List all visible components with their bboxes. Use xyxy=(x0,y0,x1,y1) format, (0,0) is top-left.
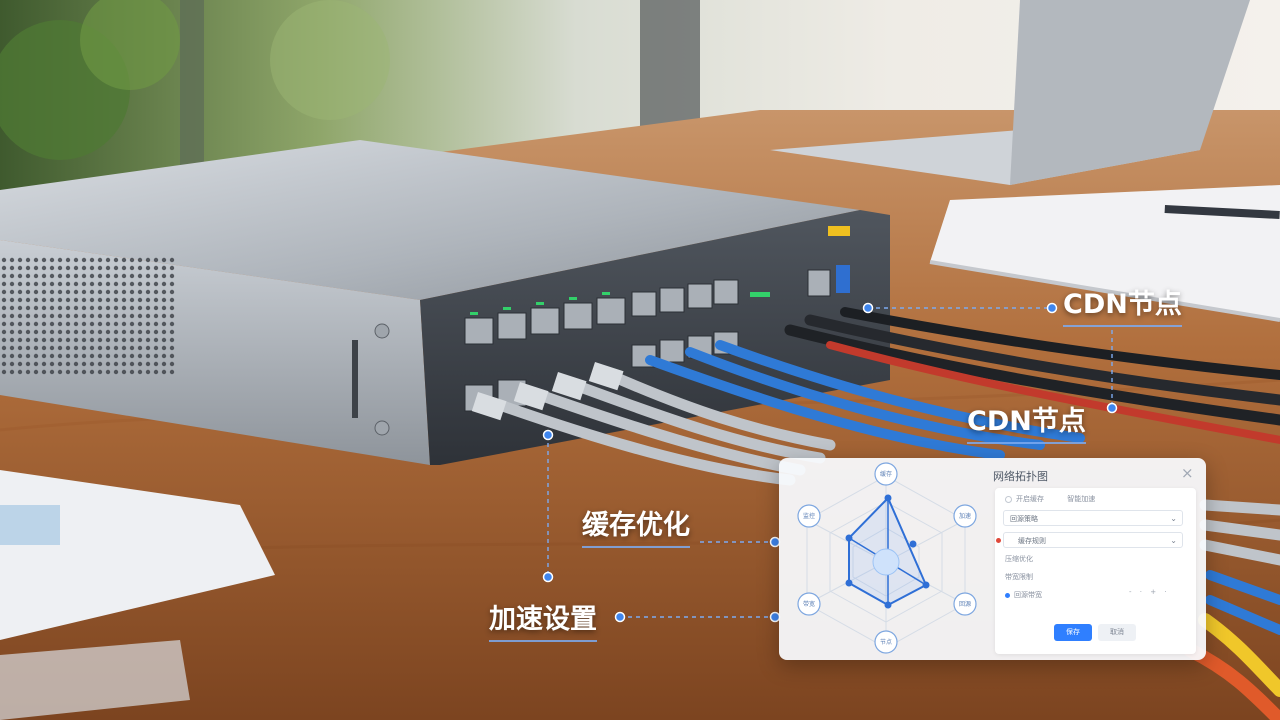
row-label: 回源带宽 xyxy=(1014,591,1042,599)
radar-diagram: 缓存 加速 回源 节点 带宽 监控 xyxy=(797,462,977,654)
cache-rule-select[interactable]: 缓存规则 ⌄ xyxy=(996,532,1183,548)
config-panel: 缓存 加速 回源 节点 带宽 监控 网络拓扑图 × 开启缓存 智能加速 回源策略… xyxy=(779,458,1206,660)
row-label: 带宽限制 xyxy=(1005,573,1033,581)
status-dot-icon xyxy=(996,538,1001,543)
bandwidth-stepper[interactable]: - · + · xyxy=(1129,588,1170,596)
form-row-bandwidth-limit[interactable]: 带宽限制 xyxy=(1005,572,1033,582)
save-button[interactable]: 保存 xyxy=(1054,624,1092,641)
close-icon[interactable]: × xyxy=(1181,464,1194,482)
callout-cache-optimization: 缓存优化 xyxy=(582,503,690,548)
origin-strategy-select[interactable]: 回源策略 ⌄ xyxy=(1003,510,1183,526)
row-label: 压缩优化 xyxy=(1005,555,1033,563)
radar-node-label: 监控 xyxy=(803,512,815,520)
panel-title: 网络拓扑图 xyxy=(993,470,1048,483)
callout-cdn-node-top: CDN节点 xyxy=(1063,282,1182,327)
radar-node-label: 带宽 xyxy=(803,600,815,608)
form-row-origin-bandwidth[interactable]: 回源带宽 xyxy=(1005,590,1042,600)
checkbox-icon[interactable] xyxy=(1058,497,1063,502)
settings-form: 开启缓存 智能加速 回源策略 ⌄ 缓存规则 ⌄ 压缩优化 带宽限制 回源带宽 -… xyxy=(995,488,1196,654)
select-value: 缓存规则 xyxy=(1018,537,1046,545)
checkbox-label: 开启缓存 xyxy=(1016,495,1044,503)
bullet-icon xyxy=(1005,592,1010,598)
checkbox-label: 智能加速 xyxy=(1067,495,1096,503)
radar-node-label: 缓存 xyxy=(880,470,892,478)
cancel-button[interactable]: 取消 xyxy=(1098,624,1136,641)
checkbox-row[interactable]: 开启缓存 智能加速 xyxy=(1005,494,1095,504)
form-row-compression[interactable]: 压缩优化 xyxy=(1005,554,1033,564)
radar-node-label: 回源 xyxy=(959,600,971,608)
callout-acceleration-settings: 加速设置 xyxy=(489,597,597,642)
radar-node-label: 节点 xyxy=(880,638,892,646)
chevron-down-icon: ⌄ xyxy=(1170,514,1177,523)
callout-cdn-node-middle: CDN节点 xyxy=(967,399,1086,444)
chevron-down-icon: ⌄ xyxy=(1170,536,1177,545)
checkbox-icon[interactable] xyxy=(1005,495,1012,503)
select-value: 回源策略 xyxy=(1010,515,1038,523)
radar-node-label: 加速 xyxy=(959,512,971,520)
